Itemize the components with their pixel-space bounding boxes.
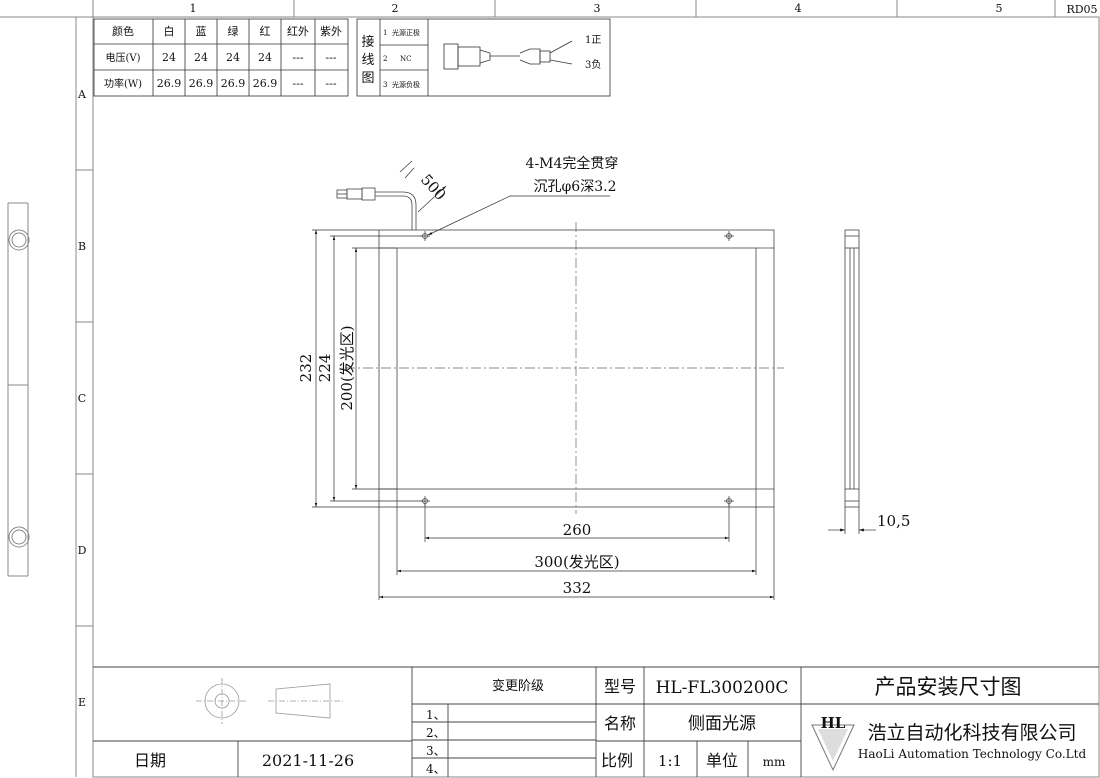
change-row: 1、: [426, 708, 446, 722]
projection-symbol: [196, 678, 344, 724]
cable-plug: [336, 187, 417, 230]
cable-length-label: 500: [417, 171, 450, 204]
spec-header: 红外: [287, 25, 309, 38]
col-label: 2: [392, 2, 399, 15]
title-block: [93, 666, 1099, 777]
spec-cell: ---: [292, 51, 303, 64]
row-label: E: [78, 696, 86, 709]
company-name-cn: 浩立自动化科技有限公司: [867, 722, 1076, 744]
date-label: 日期: [134, 751, 166, 770]
change-stage-label: 变更阶级: [492, 678, 544, 694]
unit-value: mm: [763, 755, 786, 769]
spec-header: 紫外: [320, 25, 342, 38]
spec-cell: 24: [258, 51, 272, 64]
spec-header: 蓝: [196, 25, 207, 38]
side-view: [828, 229, 876, 534]
dim-thickness: 10,5: [877, 512, 910, 530]
model-label: 型号: [604, 677, 636, 696]
wiring-title-char: 图: [361, 71, 374, 86]
pin-number: 3: [383, 81, 387, 89]
dim-width-outer: 332: [563, 579, 592, 597]
pin-label: NC: [400, 55, 411, 63]
col-label: 1: [190, 2, 197, 15]
pin-number: 1: [383, 29, 387, 37]
hole-note-line1: 4-M4完全贯穿: [526, 155, 619, 172]
wiring-diagram: 接 线 图 1 光源正极 2 NC 3 光源负极 1正 3负: [356, 18, 611, 97]
dim-width-emit: 300(发光区): [534, 553, 619, 571]
spec-table: 颜色 白 蓝 绿 红 红外 紫外 电压(V) 24 24 24 24 --- -…: [93, 18, 349, 97]
date-value: 2021-11-26: [262, 751, 354, 770]
spec-cell: 24: [194, 51, 208, 64]
dim-height-mount: 224: [316, 354, 334, 383]
change-row: 2、: [426, 726, 446, 740]
row-label: A: [77, 88, 87, 101]
pin-label: 光源正极: [392, 28, 420, 37]
spec-cell: 电压(V): [105, 51, 140, 64]
spec-cell: 26.9: [221, 77, 246, 90]
change-row: 3、: [426, 744, 446, 758]
row-label: B: [78, 240, 86, 253]
company-logo: HL: [811, 714, 855, 772]
emitting-area-outline: [396, 247, 757, 490]
pin-number: 2: [383, 55, 387, 63]
connector-pin: 3负: [585, 58, 601, 71]
spec-cell: 24: [226, 51, 240, 64]
revision-code: RD05: [1066, 3, 1097, 16]
row-label: C: [78, 392, 86, 405]
horizontal-dims: [378, 489, 775, 600]
spec-cell: ---: [325, 77, 336, 90]
change-row: 4、: [426, 762, 446, 776]
spec-cell: 24: [162, 51, 176, 64]
outer-frame-outline: [378, 229, 775, 508]
dim-width-mount: 260: [563, 521, 592, 539]
front-view: [378, 229, 775, 508]
scale-label: 比例: [601, 751, 633, 770]
hole-note-leader: [427, 195, 610, 236]
spec-cell: ---: [292, 77, 303, 90]
spec-cell: 26.9: [253, 77, 278, 90]
spec-header: 白: [164, 24, 175, 38]
scale-value: 1:1: [658, 752, 682, 770]
grid-labels: 1 2 3 4 5 RD05 A B C D E: [77, 2, 1098, 709]
pin-label: 光源负极: [392, 80, 420, 89]
spec-header: 红: [260, 25, 271, 38]
drawing-title: 产品安装尺寸图: [875, 675, 1022, 699]
logo-text: HL: [821, 714, 846, 732]
center-lines: [345, 222, 784, 514]
row-label: D: [78, 544, 87, 557]
spec-cell: ---: [325, 51, 336, 64]
col-label: 4: [795, 2, 802, 15]
company-name-en: HaoLi Automation Technology Co.Ltd: [858, 747, 1087, 761]
wiring-title-char: 接: [361, 34, 374, 50]
model-value: HL-FL300200C: [656, 678, 789, 698]
col-label: 5: [996, 2, 1003, 15]
spec-cell: 26.9: [189, 77, 214, 90]
cable-length-dim: [399, 160, 447, 213]
vertical-dims: [312, 229, 422, 508]
col-label: 3: [594, 2, 601, 15]
dim-height-emit: 200(发光区): [338, 325, 356, 410]
mounting-holes: [420, 231, 734, 506]
name-label: 名称: [604, 714, 636, 733]
spec-header: 绿: [228, 24, 239, 38]
spec-cell: 功率(W): [104, 77, 142, 90]
name-value: 侧面光源: [688, 714, 756, 734]
unit-label: 单位: [706, 751, 738, 770]
wiring-title-char: 线: [361, 53, 374, 68]
dim-height-outer: 232: [297, 354, 315, 383]
spec-cell: 26.9: [157, 77, 182, 90]
hole-note-line2: 沉孔φ6深3.2: [534, 179, 617, 195]
spec-header: 颜色: [112, 24, 134, 38]
connector-pin: 1正: [585, 35, 601, 46]
